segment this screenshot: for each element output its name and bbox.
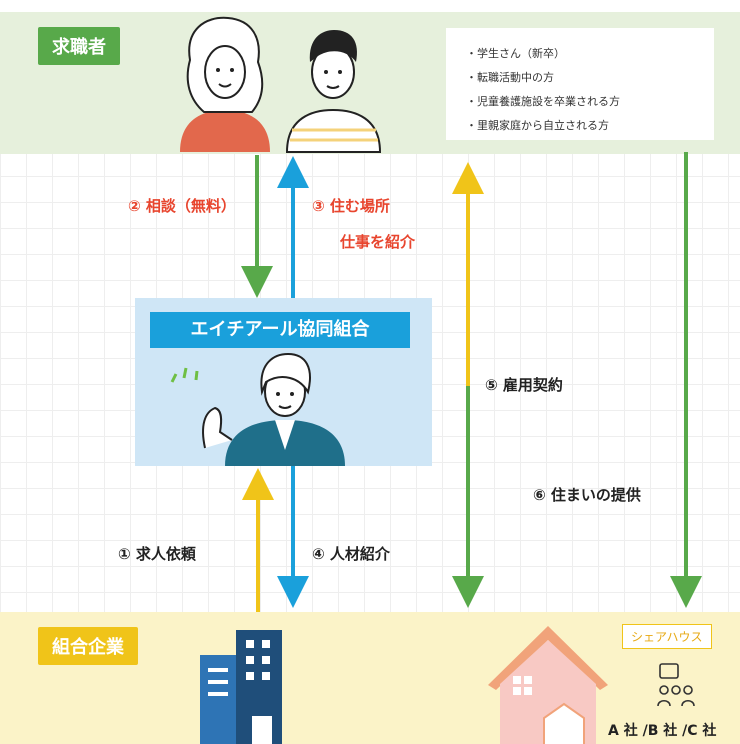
step5-label: ⑤ 雇用契約 <box>485 376 563 394</box>
share-house-tag: シェアハウス <box>622 624 712 649</box>
man-icon <box>285 30 382 153</box>
step6-label: ⑥ 住まいの提供 <box>533 486 641 504</box>
step2-label: ② 相談（無料） <box>128 197 236 215</box>
people-group-icon <box>657 663 695 707</box>
job-seeker-tag: 求職者 <box>38 27 120 65</box>
step1-label: ① 求人依頼 <box>118 545 196 563</box>
member-company-tag: 組合企業 <box>38 627 138 665</box>
office-building-icon <box>200 630 282 744</box>
step3-label-line1: ③ 住む場所 <box>312 197 390 215</box>
house-icon <box>488 626 608 744</box>
list-item: ・児童養護施設を卒業される方 <box>466 95 620 108</box>
list-item: ・里親家庭から自立される方 <box>466 119 609 132</box>
list-item: ・学生さん（新卒） <box>466 47 565 60</box>
list-item: ・転職活動中の方 <box>466 71 554 84</box>
companies-label: A 社 /B 社 /C 社 <box>608 723 717 739</box>
cooperative-title: エイチアール協同組合 <box>150 312 410 348</box>
woman-icon <box>180 16 270 152</box>
step3-label-line2: 仕事を紹介 <box>340 233 416 251</box>
job-seeker-list: ・学生さん（新卒） ・転職活動中の方 ・児童養護施設を卒業される方 ・里親家庭か… <box>446 28 714 140</box>
staff-woman-icon <box>170 352 345 466</box>
step4-label: ④ 人材紹介 <box>312 545 390 563</box>
